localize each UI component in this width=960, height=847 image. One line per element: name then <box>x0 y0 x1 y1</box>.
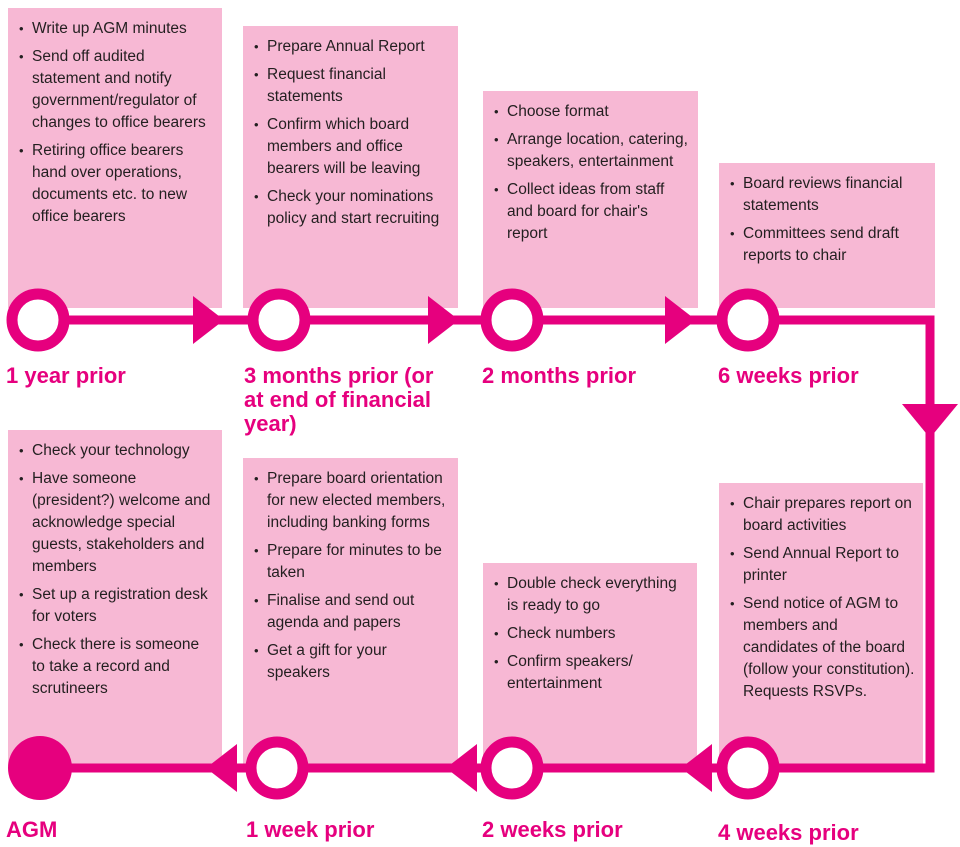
task-list: Chair prepares report on board activitie… <box>729 493 915 703</box>
task-list: Prepare Annual ReportRequest financial s… <box>253 36 450 230</box>
stage-label-agm: AGM <box>6 817 58 842</box>
task-item: Write up AGM minutes <box>18 18 214 40</box>
stage-box-4-weeks-prior: Chair prepares report on board activitie… <box>719 483 923 766</box>
stage-box-1-week-prior: Prepare board orientation for new electe… <box>243 458 458 766</box>
milestone-circle-6-weeks-prior <box>716 288 780 352</box>
arrow-right-icon <box>665 296 696 344</box>
milestone-circle-3-months-prior <box>247 288 311 352</box>
stage-box-2-weeks-prior: Double check everything is ready to go Ch… <box>483 563 697 766</box>
milestone-circle-4-weeks-prior <box>716 736 780 800</box>
task-item: Get a gift for your speakers <box>253 640 450 684</box>
milestone-circle-2-months-prior <box>480 288 544 352</box>
stage-label-3-months-prior: 3 months prior (or at end of financial y… <box>244 363 434 436</box>
bottom-line <box>40 430 935 773</box>
task-list: Check your technologyHave someone (presi… <box>18 440 214 700</box>
milestone-circle-1-year-prior <box>6 288 70 352</box>
task-list: Double check everything is ready to go Ch… <box>493 573 689 695</box>
task-item: Check numbers <box>493 623 689 645</box>
task-list: Board reviews financial statementsCommit… <box>729 173 927 267</box>
task-item: Committees send draft reports to chair <box>729 223 927 267</box>
arrow-left-icon <box>446 744 477 792</box>
task-item: Prepare for minutes to be taken <box>253 540 450 584</box>
stage-box-agm: Check your technologyHave someone (presi… <box>8 430 222 766</box>
task-item: Retiring office bearers hand over operat… <box>18 140 214 228</box>
task-item: Send notice of AGM to members and candid… <box>729 593 915 703</box>
stage-box-1-year-prior: Write up AGM minutesSend off audited sta… <box>8 8 222 308</box>
task-list: Prepare board orientation for new electe… <box>253 468 450 684</box>
task-item: Board reviews financial statements <box>729 173 927 217</box>
task-item: Prepare Annual Report <box>253 36 450 58</box>
task-item: Chair prepares report on board activitie… <box>729 493 915 537</box>
task-item: Confirm speakers/ entertainment <box>493 651 689 695</box>
stage-box-6-weeks-prior: Board reviews financial statementsCommit… <box>719 163 935 308</box>
arrow-right-icon <box>428 296 459 344</box>
task-item: Choose format <box>493 101 690 123</box>
task-item: Finalise and send out agenda and papers <box>253 590 450 634</box>
stage-box-2-months-prior: Choose formatArrange location, catering,… <box>483 91 698 308</box>
task-item: Confirm which board members and office b… <box>253 114 450 180</box>
task-item: Prepare board orientation for new electe… <box>253 468 450 534</box>
arrow-down-icon <box>902 404 958 438</box>
task-item: Request financial statements <box>253 64 450 108</box>
milestone-circle-1-week-prior <box>245 736 309 800</box>
task-item: Set up a registration desk for voters <box>18 584 214 628</box>
task-item: Send off audited statement and notify go… <box>18 46 214 134</box>
task-item: Check your technology <box>18 440 214 462</box>
arrow-left-icon <box>206 744 237 792</box>
arrow-left-icon <box>681 744 712 792</box>
milestone-circle-agm <box>8 736 72 800</box>
stage-label-2-months-prior: 2 months prior <box>482 363 637 388</box>
task-item: Double check everything is ready to go <box>493 573 689 617</box>
task-item: Check your nominations policy and start … <box>253 186 450 230</box>
milestone-circle-2-weeks-prior <box>480 736 544 800</box>
task-item: Arrange location, catering, speakers, en… <box>493 129 690 173</box>
stage-label-4-weeks-prior: 4 weeks prior <box>718 820 859 845</box>
stage-label-6-weeks-prior: 6 weeks prior <box>718 363 859 388</box>
stage-label-2-weeks-prior: 2 weeks prior <box>482 817 623 842</box>
task-item: Send Annual Report to printer <box>729 543 915 587</box>
task-item: Collect ideas from staff and board for c… <box>493 179 690 245</box>
arrow-right-icon <box>193 296 224 344</box>
task-item: Have someone (president?) welcome and ac… <box>18 468 214 578</box>
stage-box-3-months-prior: Prepare Annual ReportRequest financial s… <box>243 26 458 308</box>
task-list: Choose formatArrange location, catering,… <box>493 101 690 245</box>
stage-label-1-week-prior: 1 week prior <box>246 817 375 842</box>
connector-right <box>742 315 935 405</box>
task-item: Check there is someone to take a record … <box>18 634 214 700</box>
task-list: Write up AGM minutesSend off audited sta… <box>18 18 214 228</box>
stage-label-1-year-prior: 1 year prior <box>6 363 126 388</box>
